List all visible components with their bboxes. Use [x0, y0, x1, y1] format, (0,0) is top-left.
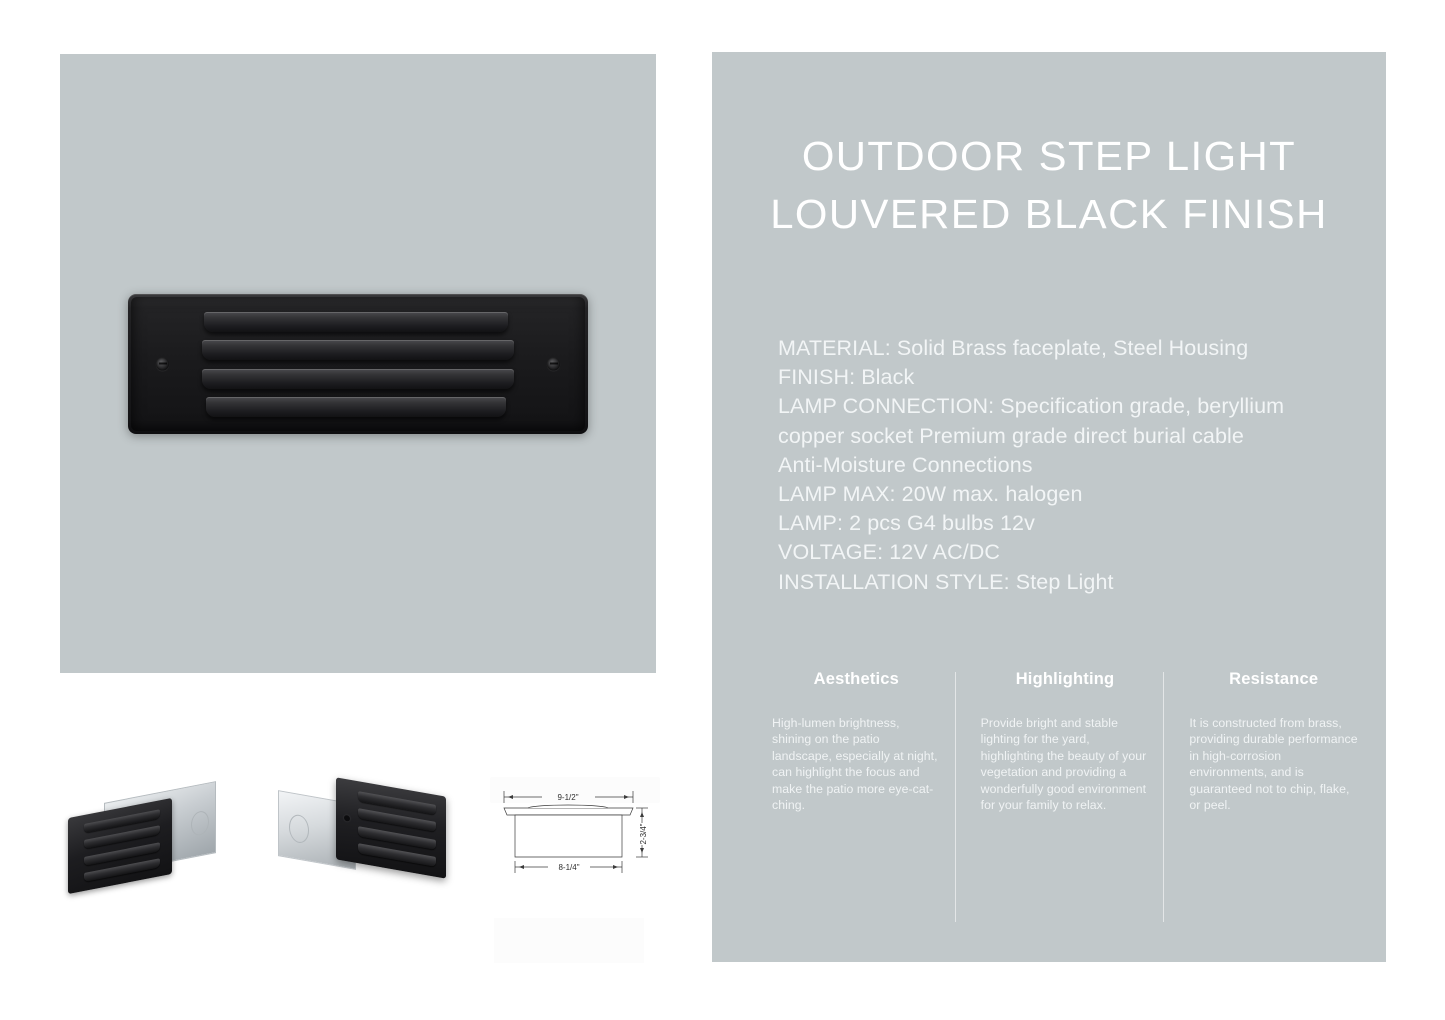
- specification-panel: OUTDOOR STEP LIGHT LOUVERED BLACK FINISH…: [712, 52, 1386, 962]
- thumbnail-angled-view[interactable]: [68, 781, 218, 895]
- dimension-bottom-width: 8-1/4": [558, 863, 579, 872]
- thumbnail-dimension-drawing[interactable]: 9-1/2" 8-1/4" 2-3/4": [490, 775, 660, 963]
- technical-drawing: 9-1/2" 8-1/4" 2-3/4": [490, 775, 660, 895]
- spec-lamp: LAMP: 2 pcs G4 bulbs 12v: [778, 511, 1035, 536]
- spec-material: MATERIAL: Solid Brass faceplate, Steel H…: [778, 336, 1249, 360]
- feature-columns: Aesthetics High-lumen brightness, shinin…: [772, 670, 1372, 936]
- spec-lamp-max: LAMP MAX: 20W max. halogen: [778, 482, 1083, 507]
- dimension-top-width: 9-1/2": [557, 793, 578, 802]
- feature-title: Highlighting: [1015, 670, 1115, 688]
- screw-icon-right: [547, 357, 560, 370]
- louver-slats: [84, 809, 160, 882]
- spec-lamp-connection-cont: copper socket Premium grade direct buria…: [778, 423, 1244, 448]
- dimension-height: 2-3/4": [639, 823, 648, 844]
- spec-lamp-connection: LAMP CONNECTION: Specification grade, be…: [778, 394, 1285, 419]
- feature-aesthetics: Aesthetics High-lumen brightness, shinin…: [772, 670, 955, 936]
- louver-slat: [202, 368, 514, 389]
- hero-image-panel: [60, 54, 656, 673]
- louver-slat: [202, 340, 514, 361]
- louver-slat: [204, 311, 508, 332]
- screw-icon: [344, 814, 350, 822]
- thumbnail-strip: 9-1/2" 8-1/4" 2-3/4": [0, 735, 700, 963]
- drawing-svg: 9-1/2" 8-1/4" 2-3/4": [503, 791, 648, 873]
- spec-anti-moisture: Anti-Moisture Connections: [778, 452, 1033, 477]
- watermark-overlay: [490, 777, 660, 803]
- faceplate-front: [68, 797, 172, 895]
- feature-body: Provide bright and stable lighting for t…: [980, 716, 1147, 813]
- spec-finish: FINISH: Black: [778, 365, 915, 390]
- feature-body: High-lumen brightness, shining on the pa…: [772, 716, 938, 813]
- screw-icon-left: [156, 357, 169, 370]
- louvered-faceplate: [128, 293, 588, 434]
- page-title: OUTDOOR STEP LIGHT LOUVERED BLACK FINISH: [712, 127, 1386, 243]
- feature-highlighting: Highlighting Provide bright and stable l…: [954, 670, 1164, 936]
- title-line-1: OUTDOOR STEP LIGHT: [801, 133, 1297, 179]
- title-line-2: LOUVERED BLACK FINISH: [770, 191, 1328, 237]
- thumbnail-reverse-angle-view[interactable]: [278, 777, 450, 891]
- louver-slats: [198, 311, 518, 418]
- louver-slat: [206, 397, 506, 418]
- feature-body: It is constructed from brass, providing …: [1189, 716, 1358, 813]
- feature-resistance: Resistance It is constructed from brass,…: [1163, 670, 1372, 936]
- spec-installation-style: INSTALLATION STYLE: Step Light: [778, 569, 1114, 594]
- feature-title: Aesthetics: [813, 670, 900, 688]
- spec-voltage: VOLTAGE: 12V AC/DC: [778, 540, 1001, 565]
- product-hero-image: [128, 293, 588, 434]
- watermark-overlay-bottom: [494, 918, 644, 963]
- louver-slats: [358, 791, 436, 867]
- specification-list: MATERIAL: Solid Brass faceplate, Steel H…: [778, 334, 1376, 597]
- feature-title: Resistance: [1229, 670, 1319, 688]
